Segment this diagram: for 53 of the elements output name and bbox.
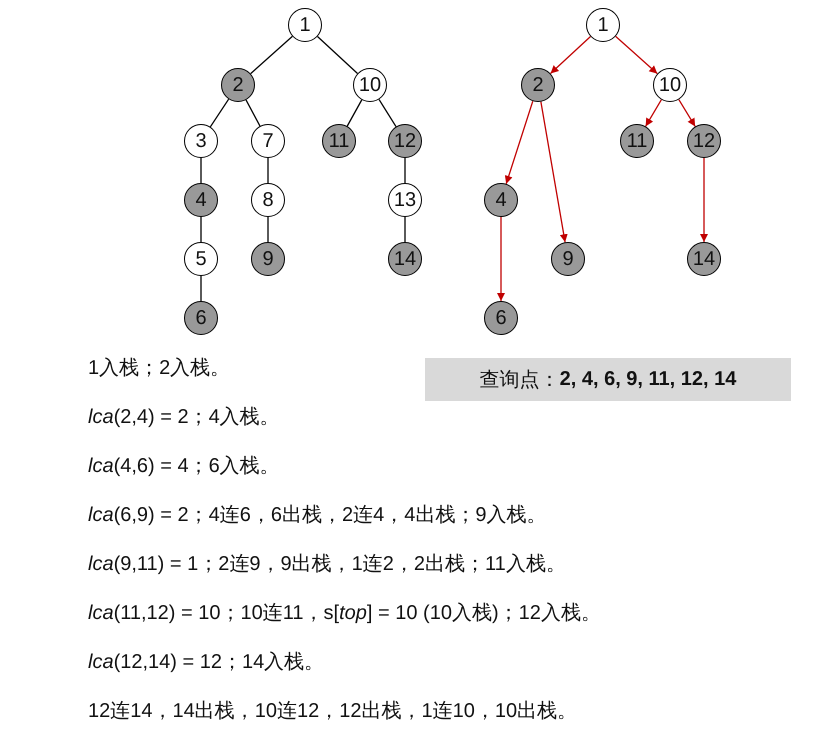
tree-edge xyxy=(200,158,202,183)
step-text: lca(2,4) = 2；4入栈。 xyxy=(88,405,280,430)
step-text: 12连14，14出栈，10连12，12出栈，1连10，10出栈。 xyxy=(88,699,578,724)
tree-edge xyxy=(267,217,269,242)
tree-edge xyxy=(245,100,261,126)
tree-node: 14 xyxy=(687,242,721,276)
tree-edge xyxy=(404,217,406,242)
tree-node: 3 xyxy=(184,124,218,158)
tree-edge xyxy=(200,217,202,242)
step-text: lca(6,9) = 2；4连6，6出栈，2连4，4出栈；9入栈。 xyxy=(88,503,546,528)
arrow xyxy=(700,158,708,242)
tree-node: 12 xyxy=(388,124,422,158)
tree-edge xyxy=(404,158,406,183)
tree-edge xyxy=(250,36,293,74)
tree-node: 4 xyxy=(484,183,518,217)
tree-node: 4 xyxy=(184,183,218,217)
arrow xyxy=(504,100,534,184)
step-text: 1入栈；2入栈。 xyxy=(88,356,230,381)
step-text: lca(12,14) = 12；14入栈。 xyxy=(88,650,324,675)
tree-node: 8 xyxy=(251,183,285,217)
tree-node: 13 xyxy=(388,183,422,217)
tree-node: 12 xyxy=(687,124,721,158)
tree-node: 7 xyxy=(251,124,285,158)
tree-edge xyxy=(378,99,397,127)
tree-node: 9 xyxy=(251,242,285,276)
query-points-box: 查询点：2, 4, 6, 9, 11, 12, 14 xyxy=(425,358,791,401)
tree-node: 10 xyxy=(353,68,387,102)
tree-node: 6 xyxy=(484,301,518,335)
arrow xyxy=(645,99,662,127)
arrow xyxy=(678,99,696,127)
arrow xyxy=(615,36,658,74)
tree-node: 11 xyxy=(620,124,654,158)
tree-node: 1 xyxy=(586,8,620,42)
tree-node: 10 xyxy=(653,68,687,102)
step-text: lca(9,11) = 1；2连9，9出栈，1连2，2出栈；11入栈。 xyxy=(88,552,566,577)
tree-node: 1 xyxy=(288,8,322,42)
tree-edge xyxy=(200,276,202,301)
tree-node: 9 xyxy=(551,242,585,276)
tree-node: 5 xyxy=(184,242,218,276)
step-text: lca(11,12) = 10；10连11，s[top] = 10 (10入栈)；12入栈。 xyxy=(88,601,601,626)
tree-node: 2 xyxy=(221,68,255,102)
tree-node: 11 xyxy=(322,124,356,158)
tree-node: 6 xyxy=(184,301,218,335)
arrow xyxy=(540,102,568,242)
tree-edge xyxy=(346,100,362,126)
tree-edge xyxy=(210,98,230,128)
arrow xyxy=(550,36,591,74)
tree-edge xyxy=(267,158,269,183)
tree-edge xyxy=(317,36,358,74)
arrow xyxy=(497,217,505,301)
tree-node: 2 xyxy=(521,68,555,102)
step-text: lca(4,6) = 4；6入栈。 xyxy=(88,454,280,479)
tree-node: 14 xyxy=(388,242,422,276)
